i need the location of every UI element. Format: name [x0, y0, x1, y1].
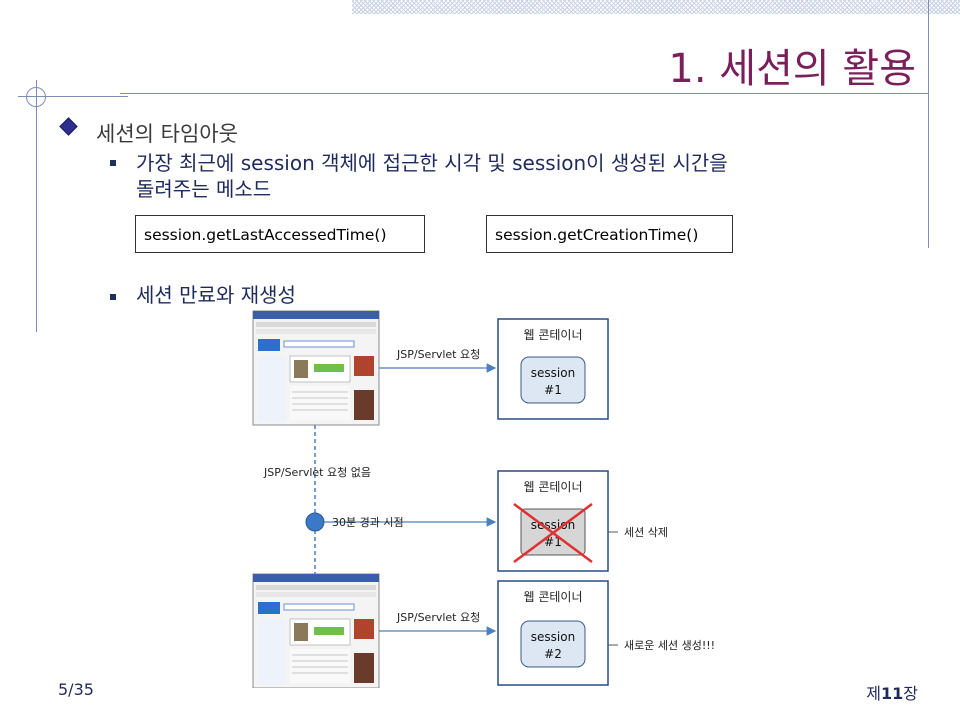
container-label: 웹 콘테이너 [523, 480, 582, 494]
chapter-suffix: 장 [903, 684, 918, 703]
diamond-bullet-icon [59, 117, 78, 136]
sub-bullet-1-line2: 돌려주는 메소드 [136, 177, 272, 201]
right-vertical-rule [928, 0, 929, 248]
left-vertical-rule [36, 80, 37, 332]
no-request-label: JSP/Servlet 요청 없음 [263, 466, 371, 479]
session-id: #1 [544, 535, 562, 549]
crosshair-circle [26, 87, 46, 107]
title-underline [120, 93, 928, 94]
cross-icon [513, 502, 593, 564]
web-container-2: 웹 콘테이너 session #1 [497, 470, 609, 572]
left-horizontal-rule [18, 96, 128, 97]
container-label: 웹 콘테이너 [523, 328, 582, 342]
browser-window-thumbnail [252, 310, 380, 426]
recreate-note: 새로운 세션 생성!!! [624, 639, 715, 652]
request-label-1: JSP/Servlet 요청 [396, 348, 480, 361]
timepoint-marker [305, 512, 325, 532]
session-box [520, 620, 586, 668]
request-label-2: JSP/Servlet 요청 [396, 611, 480, 624]
sub-bullet-1-line1: 가장 최근에 session 객체에 접근한 시각 및 session이 생성된… [136, 151, 728, 175]
code-box-last-accessed: session.getLastAccessedTime() [135, 215, 425, 253]
browser-window-thumbnail [252, 573, 380, 688]
timepoint-label: 30분 경과 시점 [332, 516, 404, 529]
container-label: 웹 콘테이너 [523, 590, 582, 604]
web-container-1: 웹 콘테이너 session #1 [497, 318, 609, 420]
slide-title: 1. 세션의 활용 [668, 46, 916, 92]
chapter-indicator: 제11장 [866, 680, 918, 704]
session-id: #2 [544, 647, 562, 661]
session-id: #1 [544, 383, 562, 397]
chapter-number: 11 [881, 684, 904, 703]
header-pattern-band [352, 0, 960, 14]
square-bullet-icon [110, 160, 116, 166]
bullet-session-timeout: 세션의 타임아웃 [96, 122, 238, 146]
session-label: session [531, 366, 575, 380]
web-container-3: 웹 콘테이너 session #2 [497, 580, 609, 686]
chapter-prefix: 제 [866, 684, 881, 703]
session-label: session [531, 518, 575, 532]
page-number: 5/35 [58, 680, 94, 699]
square-bullet-icon [110, 294, 116, 300]
session-box [520, 356, 586, 404]
session-label: session [531, 630, 575, 644]
code-box-creation-time: session.getCreationTime() [486, 215, 733, 253]
delete-note: 세션 삭제 [624, 526, 668, 539]
sub-bullet-2: 세션 만료와 재생성 [136, 283, 296, 307]
session-lifecycle-diagram: JSP/Servlet 요청 JSP/Servlet 요청 없음 30분 경과 … [252, 310, 715, 688]
